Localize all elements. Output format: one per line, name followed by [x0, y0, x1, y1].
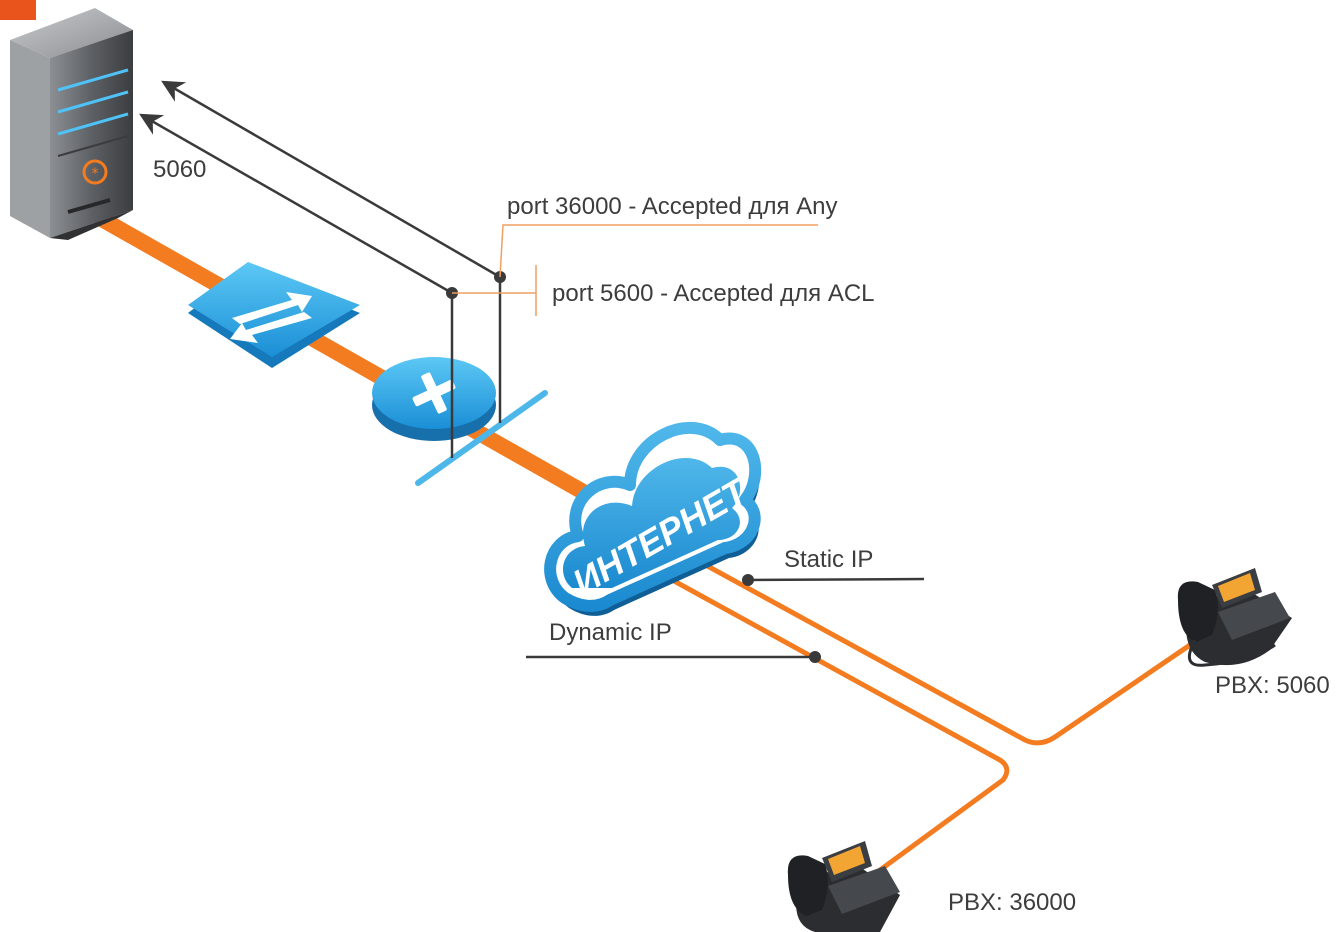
callout-rule-any [499, 224, 818, 278]
arrow-port-5600 [139, 113, 453, 295]
corner-marker [0, 0, 36, 20]
pbx-right-label: PBX: 5060 [1215, 672, 1330, 699]
link-dynamic-ip [642, 562, 1010, 873]
arrow-port-36000 [161, 80, 501, 279]
main-link [92, 210, 623, 518]
ip-phone-icon [787, 841, 900, 932]
static-ip-callout [747, 577, 925, 582]
router-icon [372, 357, 496, 441]
dynamic-ip-label: Dynamic IP [549, 619, 672, 646]
junction-dot [742, 574, 754, 586]
internet-cloud-icon: ИНТЕРНЕТ [544, 422, 762, 616]
svg-text:*: * [92, 166, 99, 182]
switch-icon [188, 262, 360, 368]
link-static-ip [657, 537, 1193, 746]
ip-phone-icon [1177, 568, 1292, 667]
server-port-label: 5060 [153, 156, 206, 183]
rule-any-label: port 36000 - Accepted для Any [507, 193, 838, 220]
pbx-bottom-label: PBX: 36000 [948, 889, 1076, 916]
static-ip-label: Static IP [784, 546, 873, 573]
junction-dot [809, 651, 821, 663]
server-icon: * [10, 8, 133, 240]
rule-acl-label: port 5600 - Accepted для ACL [552, 280, 875, 307]
firewall-filter-bar [415, 390, 548, 486]
